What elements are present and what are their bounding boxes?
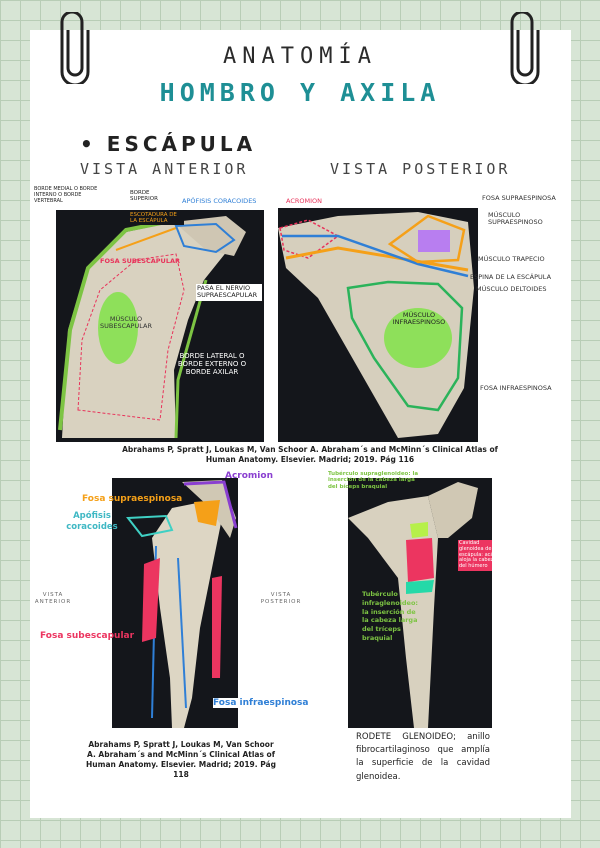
label-tuberculo-infraglenoideo: Tubérculo infraglenoideo: la inserción d… [362,590,419,642]
label-tuberculo-supraglenoideo: Tubérculo supraglenoideo: la inserción d… [328,471,419,490]
label-apofisis-lateral: Apófisis coracoides [66,511,118,533]
view-posterior-label: VISTA POSTERIOR [330,160,511,178]
rodete-description: RODETE GLENOIDEO; anillo fibrocartilagin… [356,732,490,782]
label-cavidad-glenoidea: Cavidad glenoidea de la escápula: acá se… [458,540,492,571]
paperclip-icon [60,12,90,84]
scapula-lateral-image [126,480,238,728]
label-musculo-infraespinoso: MÚSCULO INFRAESPINOSO [392,311,446,327]
anterior-scapula-figure: FOSA SUBESCAPULAR MÚSCULO SUBESCAPULAR P… [56,210,264,442]
scapula-posterior-image [278,212,474,438]
label-fosa-infraespinosa: FOSA INFRAESPINOSA [480,384,552,392]
label-apofisis-coracoides: APÓFISIS CORACOIDES [182,197,257,205]
glenoid-image [348,482,478,728]
label-musculo-subescapular: MÚSCULO SUBESCAPULAR [100,315,152,331]
label-musculo-supraespinoso: MÚSCULO SUPRAESPINOSO [488,211,543,227]
label-pasa-nervio: PASA EL NERVIO SUPRAESCAPULAR [196,284,262,301]
label-fosa-infraespinosa-lateral: Fosa infraespinosa [213,698,309,709]
reference-1: Abrahams P, Spratt J, Loukas M, Van Scho… [122,445,498,465]
label-vista-posterior-small: VISTA POSTERIOR [260,592,302,606]
label-borde-superior: BORDE SUPERIOR [130,190,158,203]
label-vista-anterior-small: VISTA ANTERIOR [34,592,72,606]
paperclip-icon [510,12,540,84]
label-escotadura: ESCOTADURA DE LA ESCÁPULA [130,212,184,225]
scapula-anterior-image [58,216,246,439]
reference-2: Abrahams P, Spratt J, Loukas M, Van Scho… [86,740,276,780]
label-fosa-supraespinosa-lateral: Fosa supraespinosa [82,494,183,504]
label-fosa-subescapular-lateral: Fosa subescapular [40,631,135,641]
view-anterior-label: VISTA ANTERIOR [80,160,249,178]
label-fosa-subescapular: FOSA SUBESCAPULAR [100,257,180,265]
label-acromion: ACROMION [286,197,323,205]
label-musculo-deltoides: MÚSCULO DELTOIDES [476,285,547,293]
page-subtitle: HOMBRO Y AXILA [159,78,441,107]
label-musculo-trapecio: MÚSCULO TRAPECIO [478,255,545,263]
label-acromion-lateral: Acromion [225,471,273,481]
page-title: ANATOMÍA [223,44,377,69]
section-heading: ESCÁPULA [80,132,256,156]
label-borde-lateral: BORDE LATERAL O BORDE EXTERNO O BORDE AX… [177,352,247,377]
label-fosa-supraespinosa: FOSA SUPRAESPINOSA [482,194,556,202]
label-borde-medial: BORDE MEDIAL O BORDE INTERNO O BORDE VER… [34,186,98,204]
lateral-scapula-figure [112,478,238,728]
label-espina-escapula: ESPINA DE LA ESCÁPULA [470,273,552,281]
posterior-scapula-figure: MÚSCULO INFRAESPINOSO [278,208,478,442]
glenoid-figure: Cavidad glenoidea de la escápula: acá se… [348,478,492,728]
